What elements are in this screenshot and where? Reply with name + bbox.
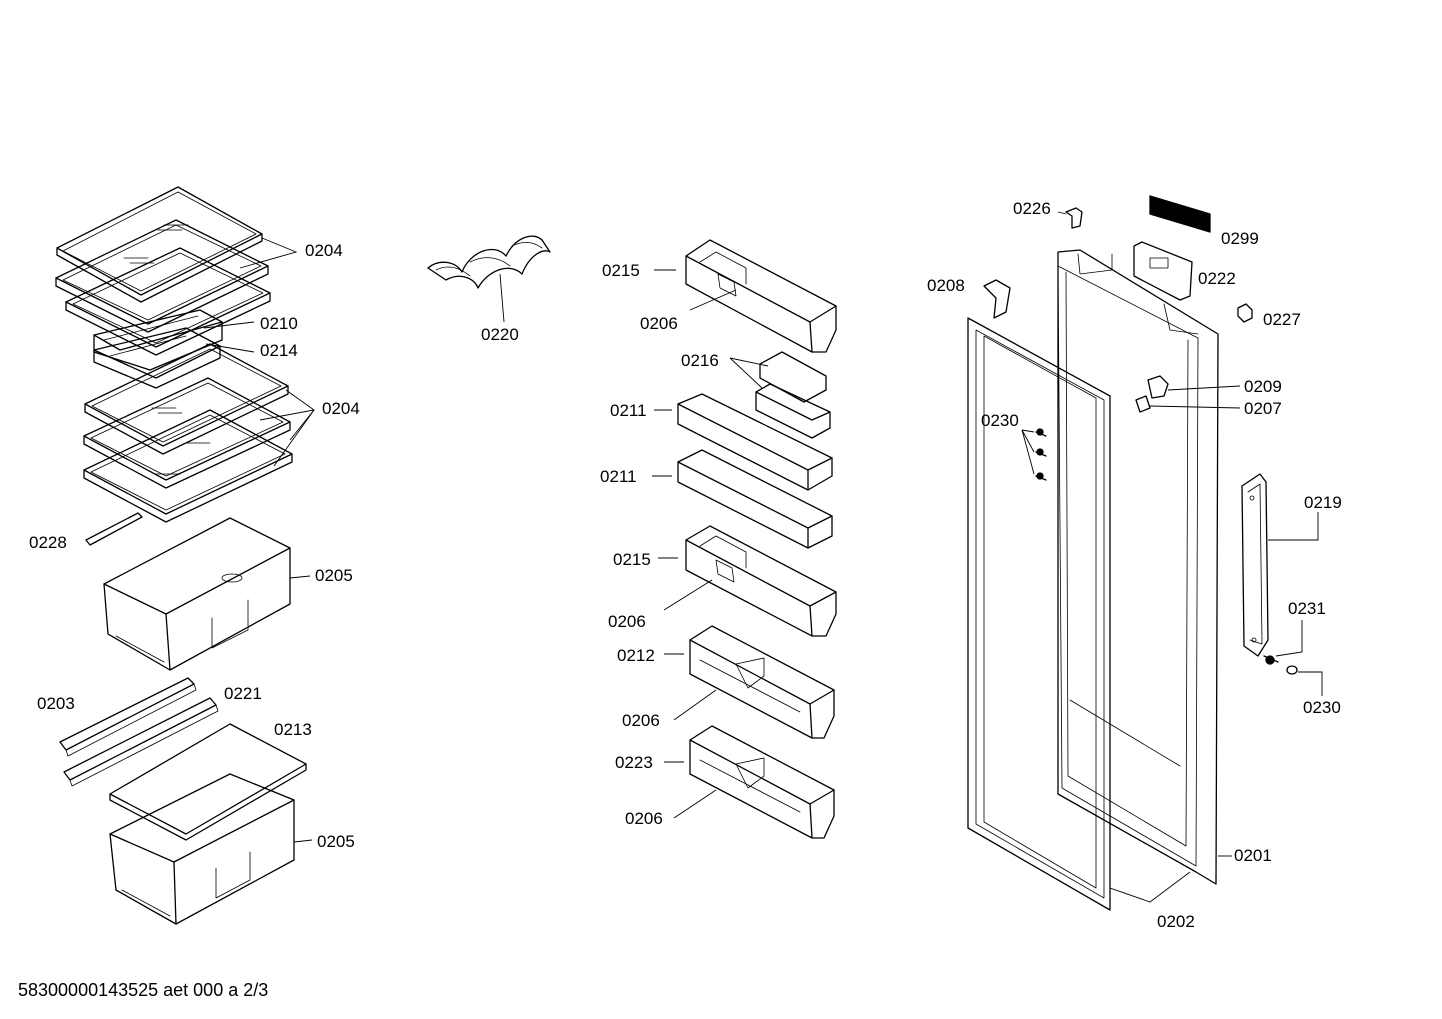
label-0230-cap: 0230 bbox=[1303, 698, 1341, 717]
crisper-drawer-upper bbox=[103, 517, 291, 671]
label-0204-lower: 0204 bbox=[322, 399, 360, 418]
door-shelf-0211-upper bbox=[677, 393, 833, 491]
small-tray-0210 bbox=[93, 309, 223, 371]
label-0226: 0226 bbox=[1013, 199, 1051, 218]
glass-shelf-top bbox=[56, 186, 263, 303]
door-handle-0219 bbox=[1241, 473, 1269, 657]
small-tray-0214 bbox=[93, 327, 221, 389]
glass-shelf-6 bbox=[83, 409, 293, 523]
label-0222: 0222 bbox=[1198, 269, 1236, 288]
glass-shelf-2 bbox=[55, 219, 269, 333]
label-0220: 0220 bbox=[481, 325, 519, 344]
part-labels: 0204 0210 0214 0204 0228 0205 0203 0221 … bbox=[29, 199, 1342, 931]
label-0207: 0207 bbox=[1244, 399, 1282, 418]
label-0299: 0299 bbox=[1221, 229, 1259, 248]
label-0206-a: 0206 bbox=[640, 314, 678, 333]
glass-shelf-5 bbox=[83, 377, 291, 489]
latch-0209 bbox=[1147, 375, 1169, 399]
label-strip-0299 bbox=[1149, 195, 1211, 233]
crisper-drawer-lower bbox=[109, 773, 295, 925]
label-0214: 0214 bbox=[260, 341, 298, 360]
label-0208: 0208 bbox=[927, 276, 965, 295]
label-0205-upper: 0205 bbox=[315, 566, 353, 585]
door-panel-0201 bbox=[1057, 249, 1219, 885]
divider-0221 bbox=[63, 697, 219, 787]
document-reference: 58300000143525 aet 000 a 2/3 bbox=[18, 980, 269, 1000]
door-shelf-0211-lower bbox=[677, 449, 833, 549]
label-0216: 0216 bbox=[681, 351, 719, 370]
door-bin-0223 bbox=[689, 725, 835, 839]
label-0211-lower: 0211 bbox=[600, 467, 637, 486]
door-bin-top-0215 bbox=[685, 239, 837, 353]
label-0211-upper: 0211 bbox=[610, 401, 647, 420]
label-0219: 0219 bbox=[1304, 493, 1342, 512]
screw-group-0230 bbox=[1035, 428, 1047, 481]
door-bin-0215-mid bbox=[685, 525, 837, 637]
label-0209: 0209 bbox=[1244, 377, 1282, 396]
label-0231: 0231 bbox=[1288, 599, 1326, 618]
label-0202: 0202 bbox=[1157, 912, 1195, 931]
small-lid-bin-0216 bbox=[755, 351, 831, 439]
crisper-cover-0213 bbox=[109, 723, 307, 841]
label-0206-c: 0206 bbox=[622, 711, 660, 730]
leader-lines bbox=[203, 211, 1323, 903]
door-bin-0212 bbox=[689, 625, 835, 739]
glass-shelf-3 bbox=[65, 247, 271, 356]
display-cover-0222 bbox=[1133, 241, 1193, 301]
shelf-trim-strip-0228 bbox=[85, 512, 143, 546]
label-0201: 0201 bbox=[1234, 846, 1272, 865]
label-0230-screws: 0230 bbox=[981, 411, 1019, 430]
label-0228: 0228 bbox=[29, 533, 67, 552]
label-0215-upper: 0215 bbox=[602, 261, 640, 280]
hinge-pin-0227 bbox=[1237, 303, 1253, 323]
screw-0231 bbox=[1263, 655, 1279, 665]
label-0227: 0227 bbox=[1263, 310, 1301, 329]
plug-0207 bbox=[1135, 395, 1151, 413]
wave-rack-0220 bbox=[427, 235, 551, 289]
hinge-cap-0226 bbox=[1065, 207, 1083, 229]
label-0206-d: 0206 bbox=[625, 809, 663, 828]
label-0223: 0223 bbox=[615, 753, 653, 772]
label-0221: 0221 bbox=[224, 684, 262, 703]
label-0213: 0213 bbox=[274, 720, 312, 739]
label-0215-lower: 0215 bbox=[613, 550, 651, 569]
label-0205-lower: 0205 bbox=[317, 832, 355, 851]
label-0210: 0210 bbox=[260, 314, 298, 333]
divider-0203 bbox=[59, 677, 197, 757]
label-0212: 0212 bbox=[617, 646, 655, 665]
cap-0230 bbox=[1286, 665, 1298, 675]
door-gasket-0202 bbox=[967, 317, 1111, 911]
bracket-0208 bbox=[983, 279, 1011, 319]
label-0206-b: 0206 bbox=[608, 612, 646, 631]
label-0204-upper: 0204 bbox=[305, 241, 343, 260]
label-0203: 0203 bbox=[37, 694, 75, 713]
